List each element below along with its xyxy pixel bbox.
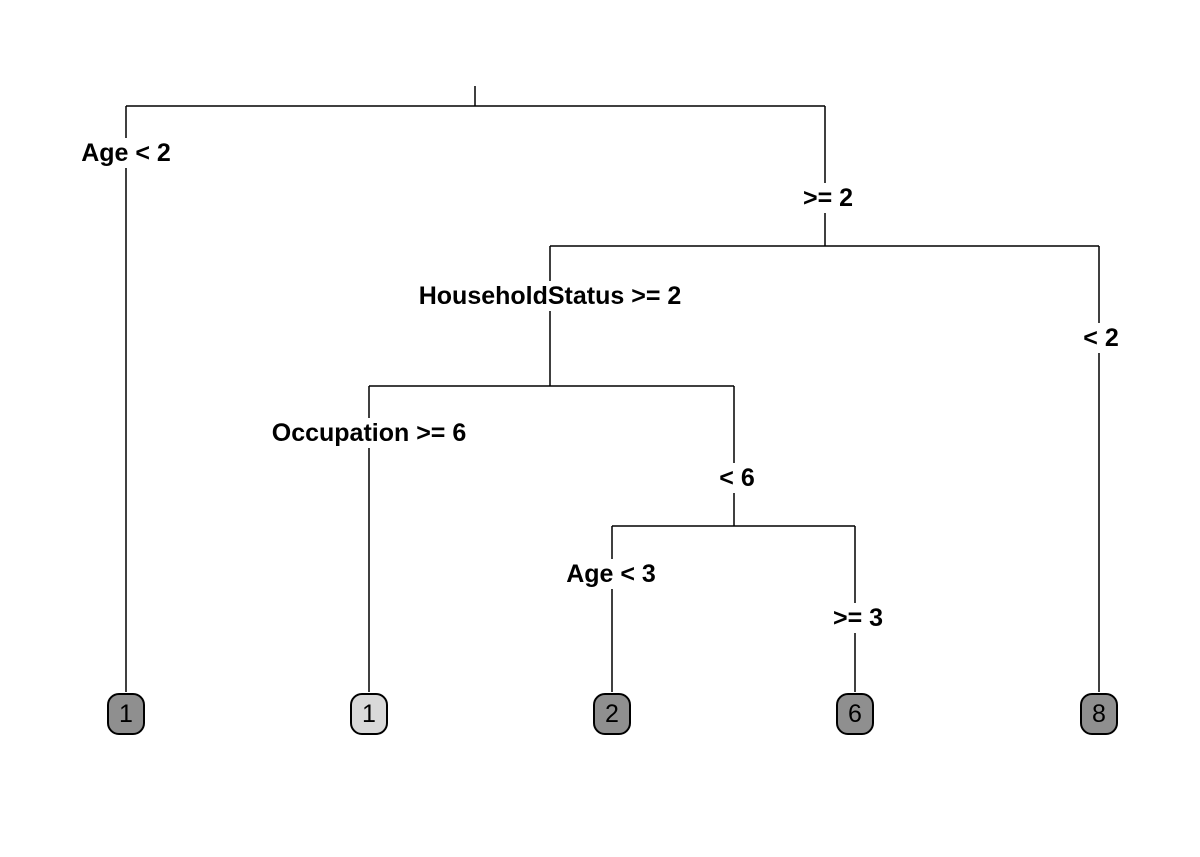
split-label-occupation-ge-6: Occupation >= 6: [270, 418, 468, 448]
leaf-node: 8: [1080, 693, 1118, 735]
leaf-node: 1: [350, 693, 388, 735]
split-label-age-lt-3: Age < 3: [565, 559, 657, 589]
split-label-occupation-lt-6: < 6: [718, 463, 756, 493]
split-label-age-ge-2: >= 2: [801, 183, 855, 213]
split-label-age-lt-2: Age < 2: [80, 138, 172, 168]
split-label-age-ge-3: >= 3: [831, 603, 885, 633]
split-label-household-ge-2: HouseholdStatus >= 2: [417, 281, 683, 311]
leaf-node: 6: [836, 693, 874, 735]
split-label-household-lt-2: < 2: [1082, 323, 1120, 353]
leaf-node: 1: [107, 693, 145, 735]
leaf-node: 2: [593, 693, 631, 735]
